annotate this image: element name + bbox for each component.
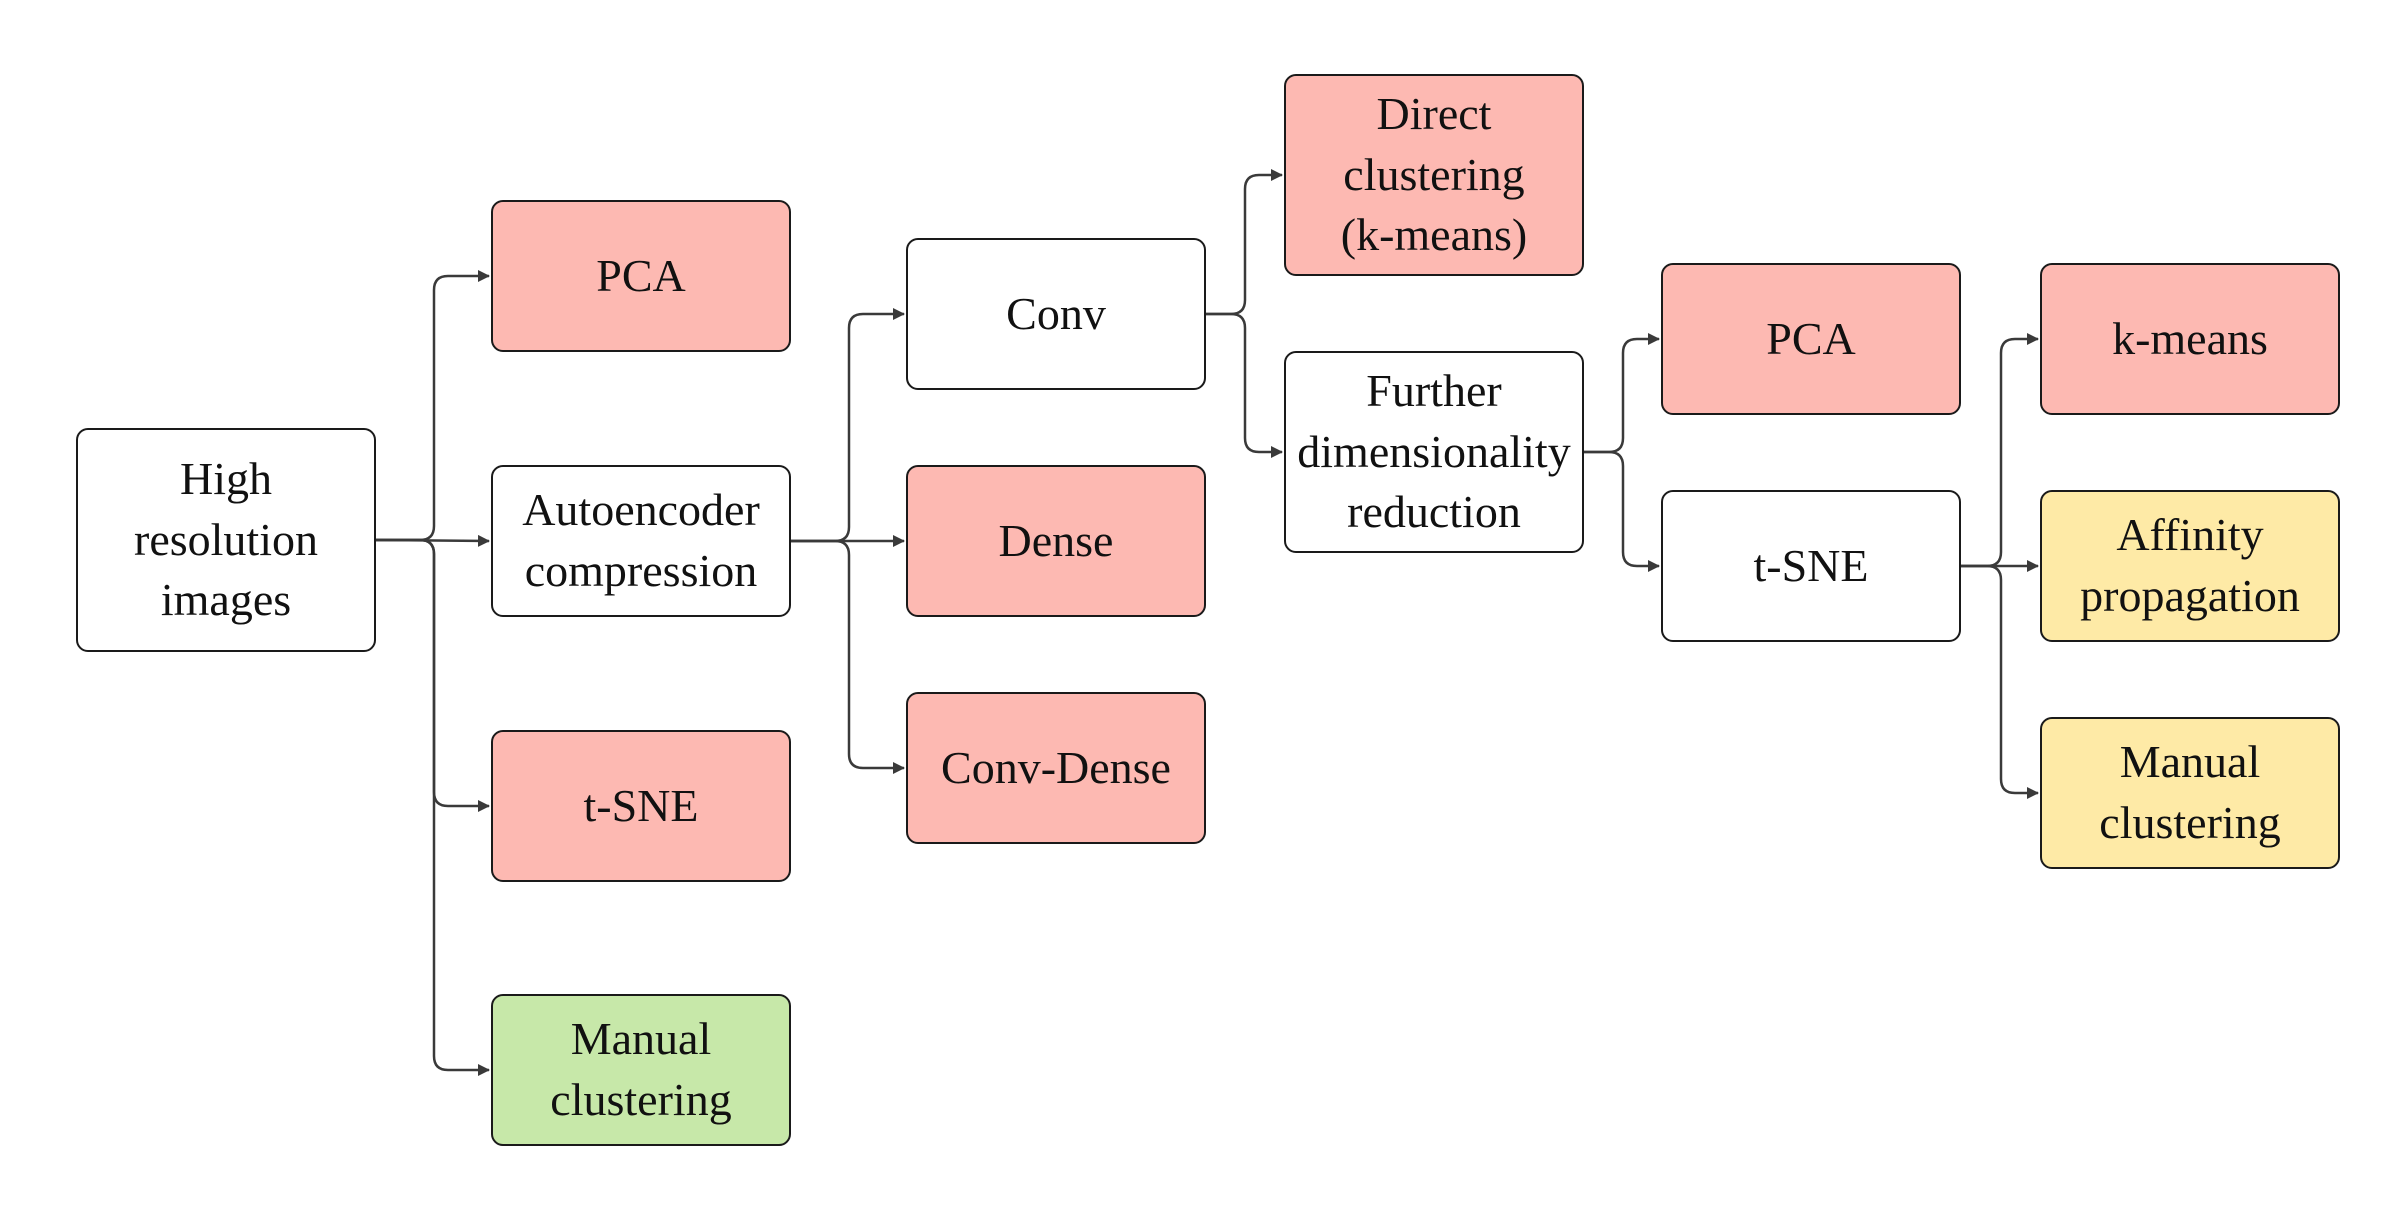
node-pca-second-stage: PCA — [1661, 263, 1961, 415]
connector-arrow-further-to-pca2 — [1584, 333, 1660, 454]
node-conv: Conv — [906, 238, 1206, 390]
connector-arrow-autoencoder-to-conv_dense — [791, 539, 905, 774]
node-tsne-baseline: t-SNE — [491, 730, 791, 882]
connector-arrow-autoencoder-to-conv — [791, 308, 905, 543]
node-direct-clustering: Direct clustering (k-means) — [1284, 74, 1584, 276]
connector-arrow-high_res-to-tsne1 — [376, 538, 490, 812]
connector-arrow-high_res-to-pca1 — [376, 270, 490, 542]
connector-arrow-further-to-tsne2 — [1584, 450, 1660, 572]
node-conv-dense: Conv-Dense — [906, 692, 1206, 844]
node-manual-clustering-baseline: Manual clustering — [491, 994, 791, 1146]
node-affinity-propagation: Affinity propagation — [2040, 490, 2340, 642]
connector-arrow-conv-to-further — [1206, 312, 1283, 458]
node-further-dimensionality-reduction: Further dimensionality reduction — [1284, 351, 1584, 553]
node-autoencoder-compression: Autoencoder compression — [491, 465, 791, 617]
node-manual-clustering-final: Manual clustering — [2040, 717, 2340, 869]
node-k-means: k-means — [2040, 263, 2340, 415]
node-pca-baseline: PCA — [491, 200, 791, 352]
connector-arrow-conv-to-direct — [1206, 169, 1283, 316]
node-tsne-second-stage: t-SNE — [1661, 490, 1961, 642]
node-dense: Dense — [906, 465, 1206, 617]
connector-arrow-tsne2-to-kmeans — [1961, 333, 2039, 568]
node-high-resolution-images: High resolution images — [76, 428, 376, 652]
connector-arrow-high_res-to-manual1 — [376, 538, 490, 1076]
connector-arrow-tsne2-to-manual2 — [1961, 564, 2039, 799]
